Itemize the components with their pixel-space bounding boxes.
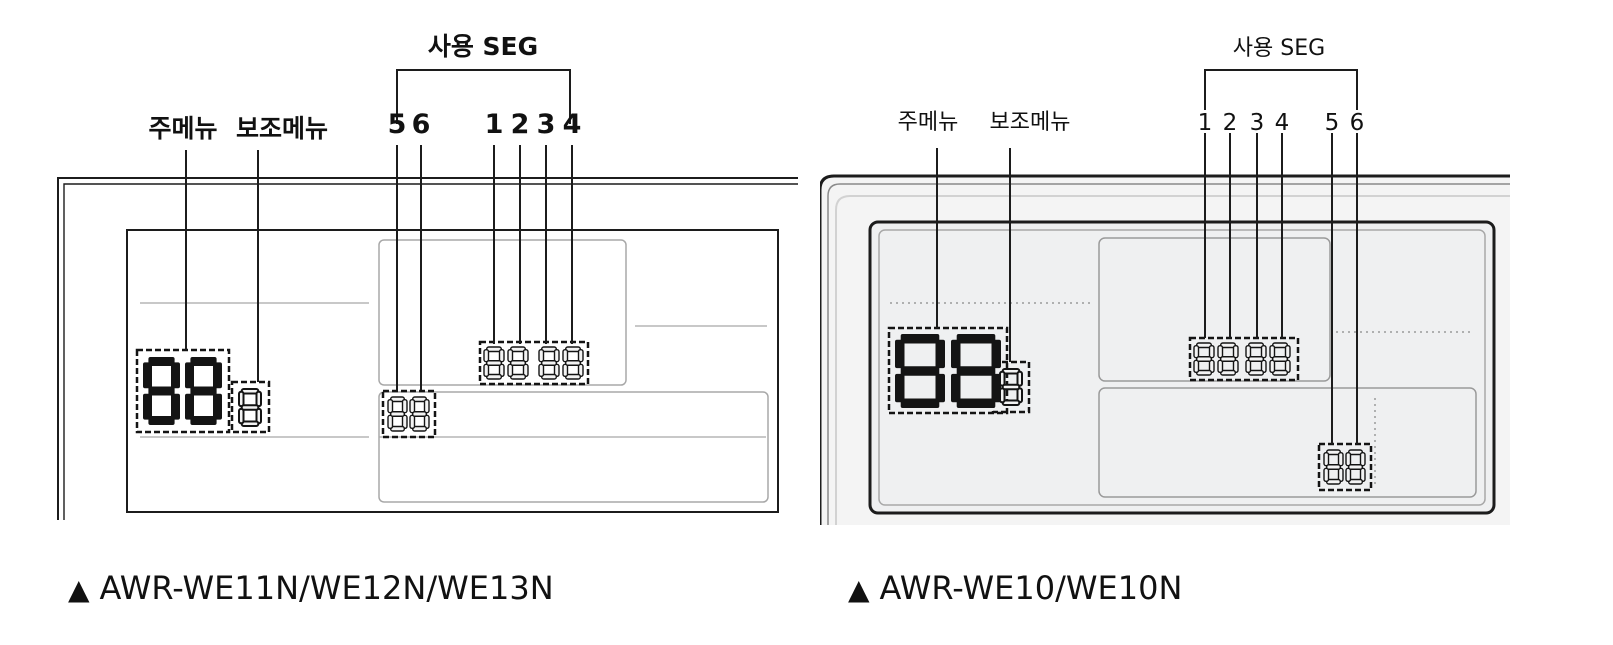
right-seg-number-6: 6 xyxy=(1350,110,1365,136)
sub-menu-dashed-box xyxy=(230,380,271,434)
right-seg-number-4: 4 xyxy=(1275,110,1290,136)
seg-digit xyxy=(409,396,430,432)
right-caption: ▲ AWR-WE10/WE10N xyxy=(848,572,1182,604)
left-caption: ▲ AWR-WE11N/WE12N/WE13N xyxy=(68,572,554,604)
left-seg-number-3: 3 xyxy=(537,109,556,140)
left-main-menu-label: 주메뉴 xyxy=(148,114,217,143)
diagram-right-panel: 사용 SEG 주메뉴 보조메뉴 1 2 3 4 5 6 ▲ AWR-WE10/WE… xyxy=(820,0,1613,645)
diagram-left-panel: 사용 SEG 주메뉴 보조메뉴 5 6 1 2 3 4 ▲ AWR-WE11N/W… xyxy=(57,32,798,604)
left-sub-menu-segment xyxy=(230,380,271,434)
sub-menu-digit xyxy=(238,388,262,427)
left-seg-5-6 xyxy=(381,389,437,439)
seg-digit xyxy=(507,346,529,380)
left-leader-lines xyxy=(185,69,573,390)
seg-digit xyxy=(387,396,408,432)
right-lcd-inner xyxy=(878,229,1486,506)
right-lcd-diagram: 사용 SEG 주메뉴 보조메뉴 1 2 3 4 5 6 xyxy=(820,36,1510,525)
left-divider-lines xyxy=(140,302,767,438)
seg-5-6-dashed-box xyxy=(1317,442,1373,492)
seg-digit xyxy=(1323,449,1344,485)
left-seg-number-4: 4 xyxy=(563,109,582,140)
seg-digit xyxy=(1345,449,1366,485)
triangle-icon: ▲ xyxy=(68,573,90,606)
right-leader-lines xyxy=(936,69,1358,444)
left-outer-frame xyxy=(57,177,798,520)
right-lcd-outer xyxy=(868,220,1496,515)
sub-menu-digit xyxy=(999,368,1023,406)
left-seg-number-5: 5 xyxy=(388,109,407,140)
right-lower-inner-box xyxy=(1098,387,1477,498)
seg-digit xyxy=(562,346,584,380)
right-sub-menu-label: 보조메뉴 xyxy=(990,110,1071,135)
seg-1-4-dashed-box xyxy=(478,340,590,386)
main-menu-dashed-box xyxy=(135,348,231,434)
left-seg-1-4 xyxy=(478,340,590,386)
seg-digit xyxy=(1245,342,1267,376)
seg-5-6-dashed-box xyxy=(381,389,437,439)
main-menu-dashed-box xyxy=(887,326,1009,415)
right-group-bracket xyxy=(1204,69,1358,110)
right-dotted-dividers xyxy=(890,302,1474,488)
left-seg-number-2: 2 xyxy=(511,109,530,140)
right-upper-inner-box xyxy=(1098,237,1331,382)
main-menu-digit xyxy=(143,357,180,425)
right-seg-number-2: 2 xyxy=(1223,110,1238,136)
left-lcd-panel xyxy=(126,229,779,513)
seg-digit xyxy=(1269,342,1291,376)
left-group-label: 사용 SEG xyxy=(428,32,538,61)
triangle-icon: ▲ xyxy=(848,573,870,606)
right-group-label: 사용 SEG xyxy=(1233,36,1325,61)
right-main-menu-label: 주메뉴 xyxy=(898,110,959,135)
left-seg-number-6: 6 xyxy=(412,109,431,140)
seg-digit xyxy=(1217,342,1239,376)
right-seg-number-1: 1 xyxy=(1198,110,1213,136)
main-menu-digit xyxy=(895,334,945,408)
left-main-menu-segments xyxy=(135,348,231,434)
left-sub-menu-label: 보조메뉴 xyxy=(236,114,328,143)
left-seg-number-1: 1 xyxy=(485,109,504,140)
left-group-bracket xyxy=(396,69,571,124)
seg-1-4-dashed-box xyxy=(1188,336,1300,382)
main-menu-digit xyxy=(185,357,222,425)
left-lower-inner-box xyxy=(378,391,769,503)
right-seg-5-6 xyxy=(1317,442,1373,492)
right-caption-text: AWR-WE10/WE10N xyxy=(879,569,1183,607)
seg-digit xyxy=(483,346,505,380)
seg-digit xyxy=(1193,342,1215,376)
right-seg-number-3: 3 xyxy=(1250,110,1265,136)
right-seg-number-5: 5 xyxy=(1325,110,1340,136)
left-caption-text: AWR-WE11N/WE12N/WE13N xyxy=(99,569,554,607)
left-lcd-diagram: 사용 SEG 주메뉴 보조메뉴 5 6 1 2 3 4 xyxy=(57,32,798,520)
right-seg-1-4 xyxy=(1188,336,1300,382)
seg-digit xyxy=(538,346,560,380)
